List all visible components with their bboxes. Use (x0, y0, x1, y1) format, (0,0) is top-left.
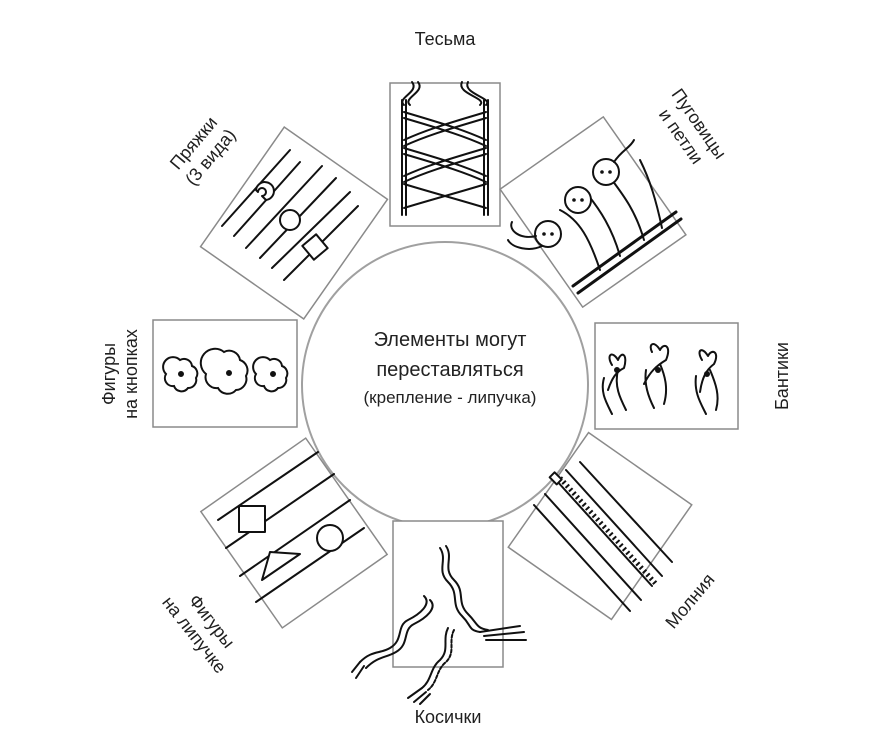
label-snaps-line2: на кнопках (121, 329, 141, 419)
panel-bows (594, 322, 739, 430)
label-snaps-line1: Фигуры (99, 342, 119, 406)
lacing-icon (401, 81, 489, 216)
center-line-1: Элементы могут (373, 329, 527, 351)
buttons-icon (507, 139, 683, 295)
center-text: Элементы могут переставляться (крепление… (300, 325, 600, 411)
braid-icon (351, 545, 527, 705)
panel-snaps (152, 319, 298, 428)
label-braids-text: Косички (414, 707, 482, 727)
panel-zipper (507, 431, 693, 621)
velcro-shapes-icon (217, 451, 365, 603)
buckle-icon (221, 149, 359, 281)
panel-buttons (499, 115, 687, 309)
label-tape: Тесьма (385, 28, 505, 50)
label-braids: Косички (388, 706, 508, 728)
label-snaps: Фигуры на кнопках (98, 309, 142, 439)
bow-icon (601, 343, 719, 415)
panel-velcro (199, 437, 389, 629)
center-line-3: (крепление - липучка) (363, 388, 537, 407)
panel-braids (351, 520, 527, 705)
flower-icon (162, 347, 289, 395)
label-tape-text: Тесьма (414, 29, 476, 49)
panel-tape (389, 81, 501, 227)
center-line-2: переставляться (376, 359, 524, 381)
label-bows-text: Бантики (772, 342, 792, 410)
zipper-icon (533, 461, 673, 612)
label-bows: Бантики (771, 316, 793, 436)
